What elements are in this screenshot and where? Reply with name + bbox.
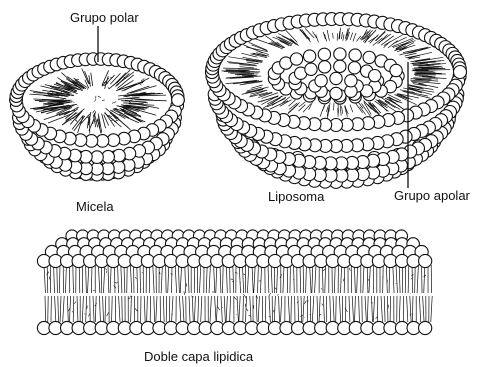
polar-head [315, 75, 327, 87]
liposome-inner-cavity [268, 48, 404, 104]
micelle-head-shell [10, 94, 185, 181]
polar-head [318, 48, 330, 60]
polar-group-label: Grupo polar [70, 10, 139, 25]
micelle-rim [10, 53, 185, 107]
polar-head [330, 72, 342, 84]
polar-head [303, 50, 315, 62]
polar-head [172, 94, 185, 107]
polar-head [318, 61, 330, 73]
polar-head [345, 75, 357, 87]
polar-head [419, 321, 432, 334]
bilayer-hydrophobic-tails [42, 262, 432, 324]
bilayer-top-leaflet [37, 230, 431, 268]
polar-head [330, 87, 342, 99]
polar-head [369, 70, 381, 82]
micelle [10, 53, 185, 181]
polar-head [363, 51, 375, 63]
lipid-bilayer [37, 230, 432, 335]
polar-head [419, 254, 432, 267]
polar-head [348, 62, 360, 74]
apolar-group-label: Grupo apolar [394, 188, 471, 203]
polar-head [454, 66, 467, 79]
polar-head [390, 64, 402, 76]
polar-head [334, 60, 346, 72]
micelle-label: Micela [76, 199, 114, 214]
polar-head [305, 63, 317, 75]
liposome [206, 13, 467, 189]
liposome-label: Liposoma [268, 189, 325, 204]
polar-head [290, 53, 302, 65]
hydrophobic-core [29, 68, 166, 133]
polar-head [349, 49, 361, 61]
bilayer-label: Doble capa lipidica [144, 349, 254, 364]
polar-head [334, 48, 346, 60]
